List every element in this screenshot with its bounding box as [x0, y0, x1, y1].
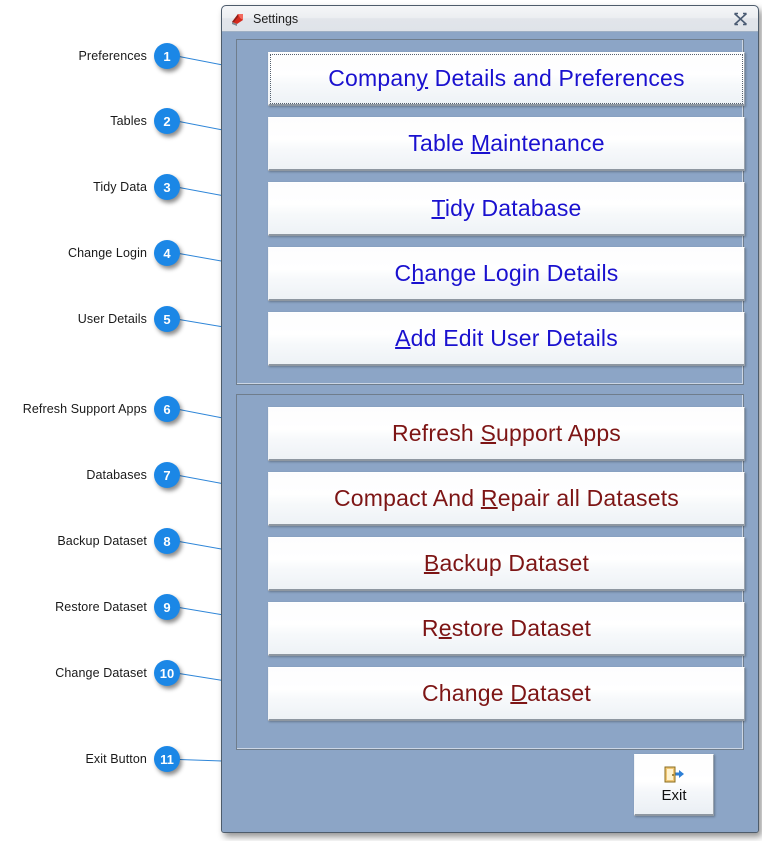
callout-label: Databases	[86, 468, 147, 482]
callout-badge: 8	[154, 528, 180, 554]
backup-dataset-button[interactable]: Backup Dataset	[268, 537, 745, 591]
callout-badge: 2	[154, 108, 180, 134]
callout-8: Backup Dataset 8	[0, 528, 180, 554]
callout-2: Tables 2	[0, 108, 180, 134]
exit-button-label: Exit	[661, 787, 687, 804]
callout-badge: 3	[154, 174, 180, 200]
callout-3: Tidy Data 3	[0, 174, 180, 200]
callout-10: Change Dataset 10	[0, 660, 180, 686]
callout-label: Preferences	[78, 49, 147, 63]
callout-label: Tables	[110, 114, 147, 128]
add-edit-user-details-button[interactable]: Add Edit User Details	[268, 312, 745, 366]
callout-label: Refresh Support Apps	[22, 402, 147, 416]
callout-label: Tidy Data	[93, 180, 147, 194]
button-label: Table Maintenance	[408, 130, 605, 156]
close-icon[interactable]	[730, 10, 750, 28]
button-label: Change Login Details	[394, 260, 619, 286]
button-label: Change Dataset	[421, 680, 592, 706]
exit-button[interactable]: Exit	[634, 754, 714, 816]
callout-6: Refresh Support Apps 6	[0, 396, 180, 422]
settings-window: Settings Company Details and Preferences…	[221, 5, 759, 833]
change-login-details-button[interactable]: Change Login Details	[268, 247, 745, 301]
callout-label: Change Login	[67, 246, 147, 260]
callout-badge: 9	[154, 594, 180, 620]
callout-1: Preferences 1	[0, 43, 180, 69]
button-label: Backup Dataset	[423, 550, 590, 576]
button-label: Refresh Support Apps	[391, 420, 622, 446]
compact-and-repair-all-datasets-button[interactable]: Compact And Repair all Datasets	[268, 472, 745, 526]
callout-7: Databases 7	[0, 462, 180, 488]
callout-label: Change Dataset	[55, 666, 147, 680]
exit-door-icon	[663, 765, 685, 785]
button-label: Compact And Repair all Datasets	[334, 485, 679, 511]
callout-5: User Details 5	[0, 306, 180, 332]
callout-badge: 6	[154, 396, 180, 422]
callout-badge: 11	[154, 746, 180, 772]
button-label: Tidy Database	[431, 195, 582, 221]
callout-4: Change Login 4	[0, 240, 180, 266]
callout-badge: 1	[154, 43, 180, 69]
table-maintenance-button[interactable]: Table Maintenance	[268, 117, 745, 171]
tidy-database-button[interactable]: Tidy Database	[268, 182, 745, 236]
callout-label: Exit Button	[85, 752, 147, 766]
button-label: Add Edit User Details	[395, 325, 618, 351]
callout-badge: 4	[154, 240, 180, 266]
button-label: Restore Dataset	[421, 615, 592, 641]
callout-label: Restore Dataset	[55, 600, 147, 614]
button-label: Company Details and Preferences	[328, 65, 685, 91]
callout-11: Exit Button 11	[0, 746, 180, 772]
window-title: Settings	[253, 11, 299, 26]
callout-badge: 7	[154, 462, 180, 488]
refresh-support-apps-button[interactable]: Refresh Support Apps	[268, 407, 745, 461]
window-titlebar: Settings	[222, 6, 758, 32]
app-icon	[230, 11, 246, 27]
callout-label: Backup Dataset	[57, 534, 147, 548]
callout-9: Restore Dataset 9	[0, 594, 180, 620]
callout-badge: 5	[154, 306, 180, 332]
callout-label: User Details	[77, 312, 147, 326]
company-details-and-preferences-button[interactable]: Company Details and Preferences	[268, 52, 745, 106]
callout-badge: 10	[154, 660, 180, 686]
change-dataset-button[interactable]: Change Dataset	[268, 667, 745, 721]
restore-dataset-button[interactable]: Restore Dataset	[268, 602, 745, 656]
